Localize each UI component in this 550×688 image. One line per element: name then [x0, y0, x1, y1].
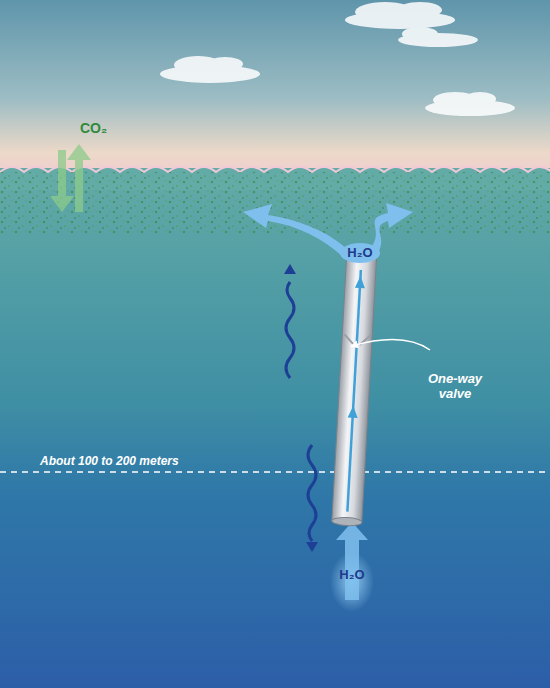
depth-label: About 100 to 200 meters [40, 455, 179, 469]
valve-leader [352, 340, 430, 350]
clouds [160, 2, 515, 116]
valve-label: One-way valve [420, 372, 490, 402]
co2-label: CO₂ [80, 120, 107, 136]
inflow-arrow [336, 522, 368, 600]
pipe [332, 249, 377, 526]
water-label: H₂O [347, 246, 372, 261]
co2-exchange-arrows [50, 144, 91, 212]
water-label: H₂O [339, 568, 364, 583]
